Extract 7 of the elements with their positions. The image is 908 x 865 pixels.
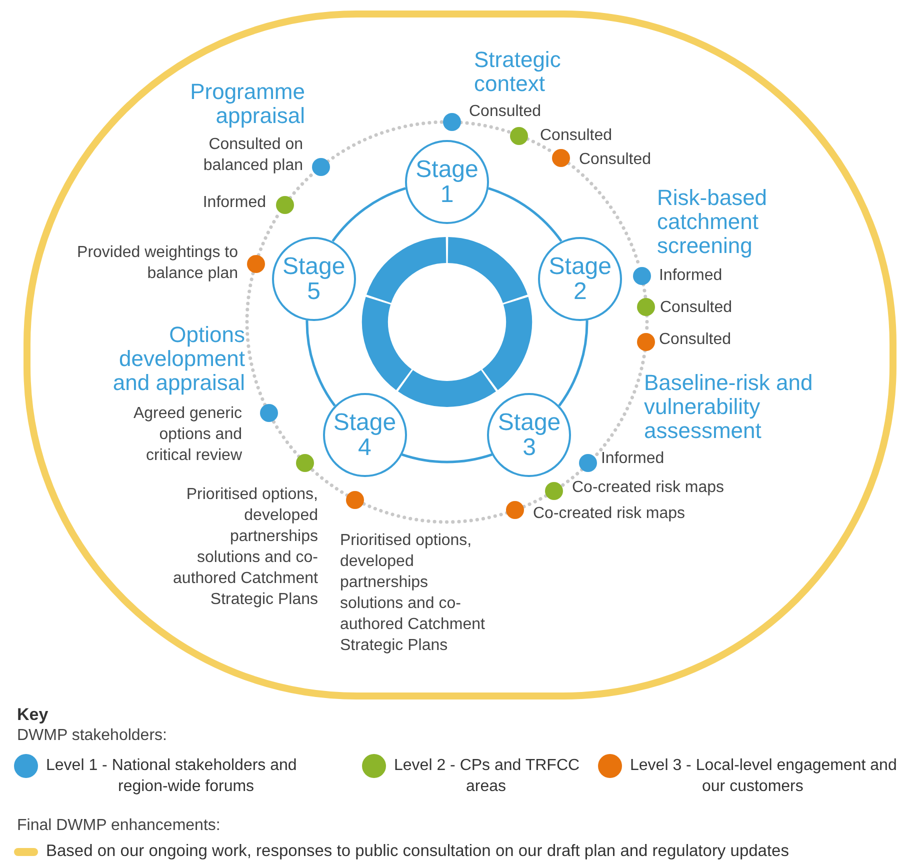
legend-text: Level 1 - National stakeholders and region-wide forums: [46, 756, 298, 797]
key-title: Key: [17, 705, 50, 725]
legend-text: Based on our ongoing work, responses to public consultation on our draft plan and regulatory updates: [46, 841, 790, 862]
legend-heading: Final DWMP enhancements:: [17, 817, 222, 835]
legend-text: Level 3 - Local-level engagement and our customers: [630, 756, 898, 797]
legend-heading: DWMP stakeholders:: [17, 727, 168, 745]
legend-text: Level 2 - CPs and TRFCC areas: [394, 756, 581, 797]
